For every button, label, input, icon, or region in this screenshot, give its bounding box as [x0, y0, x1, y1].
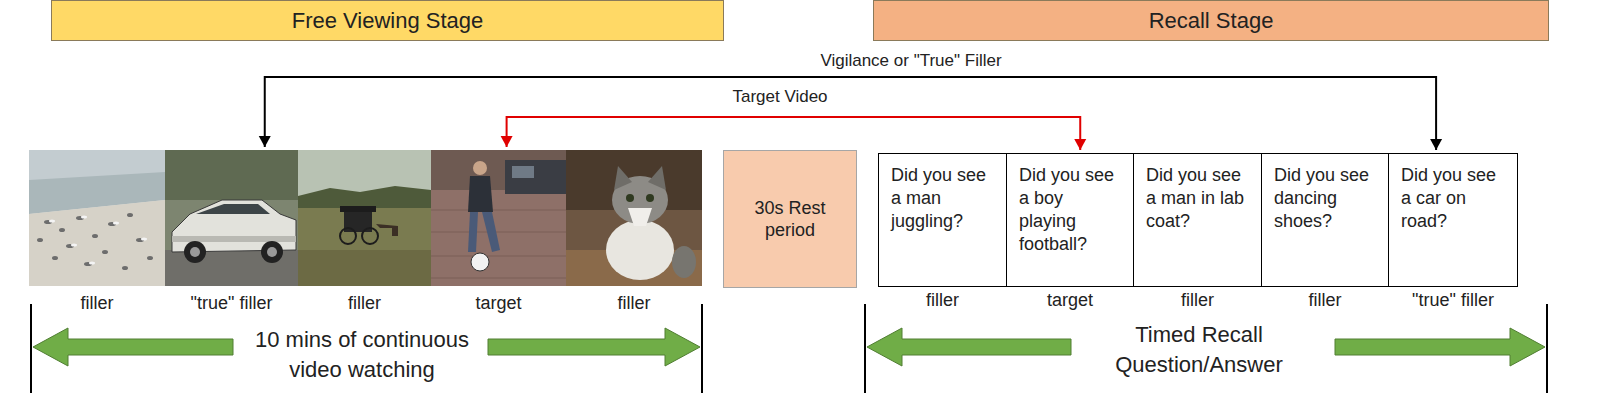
question-text: Did you see a car on road?	[1401, 164, 1509, 233]
video-frame: filler	[298, 150, 431, 286]
rest-box: 30s Rest period	[723, 150, 857, 288]
arrow-head	[1430, 139, 1442, 150]
question-cell: Did you see a man in lab coat?filler	[1133, 153, 1262, 287]
item-caption: target	[997, 290, 1143, 311]
question-cell: Did you see a man juggling?filler	[878, 153, 1007, 287]
question-text: Did you see a man in lab coat?	[1146, 164, 1253, 233]
beach-image	[29, 150, 165, 286]
video-frame: filler	[29, 150, 165, 286]
question-text: Did you see a man juggling?	[891, 164, 998, 233]
connector	[501, 117, 1087, 150]
item-caption: filler	[1252, 290, 1398, 311]
field-image	[298, 150, 431, 286]
timeline-bar	[31, 304, 1547, 393]
stage-band: Recall Stage	[873, 0, 1549, 41]
duration-label: 10 mins of continuous video watching	[242, 325, 482, 385]
item-caption: "true" filler	[155, 293, 308, 314]
stage-title: Recall Stage	[1149, 8, 1274, 34]
video-frame: target	[431, 150, 566, 286]
cat-image	[566, 150, 702, 286]
video-frame: filler	[566, 150, 702, 286]
arrow-head	[259, 136, 271, 147]
question-cell: Did you see a boy playing football?targe…	[1006, 153, 1134, 287]
question-cell: Did you see dancing shoes?filler	[1261, 153, 1389, 287]
item-caption: filler	[288, 293, 441, 314]
video-frame: "true" filler	[165, 150, 298, 286]
duration-label: Timed Recall Question/Answer	[1099, 320, 1299, 380]
item-caption: filler	[1124, 290, 1271, 311]
connector-line	[265, 77, 1436, 150]
question-text: Did you see a boy playing football?	[1019, 164, 1125, 256]
item-caption: target	[421, 293, 576, 314]
car-image	[165, 150, 298, 286]
question-text: Did you see dancing shoes?	[1274, 164, 1380, 233]
item-caption: filler	[869, 290, 1016, 311]
item-caption: filler	[19, 293, 175, 314]
item-caption: "true" filler	[1379, 290, 1527, 311]
boy-image	[431, 150, 566, 286]
arrow-head	[1074, 139, 1086, 150]
connector-label: Target Video	[728, 86, 831, 108]
question-cell: Did you see a car on road?"true" filler	[1388, 153, 1518, 287]
arrow-head	[501, 136, 513, 147]
stage-band: Free Viewing Stage	[51, 0, 724, 41]
item-caption: filler	[556, 293, 712, 314]
stage-title: Free Viewing Stage	[292, 8, 484, 34]
connector-line	[507, 117, 1081, 150]
connector-label: Vigilance or "True" Filler	[816, 50, 1005, 72]
rest-label: 30s Rest period	[746, 197, 834, 241]
connector	[259, 77, 1442, 150]
